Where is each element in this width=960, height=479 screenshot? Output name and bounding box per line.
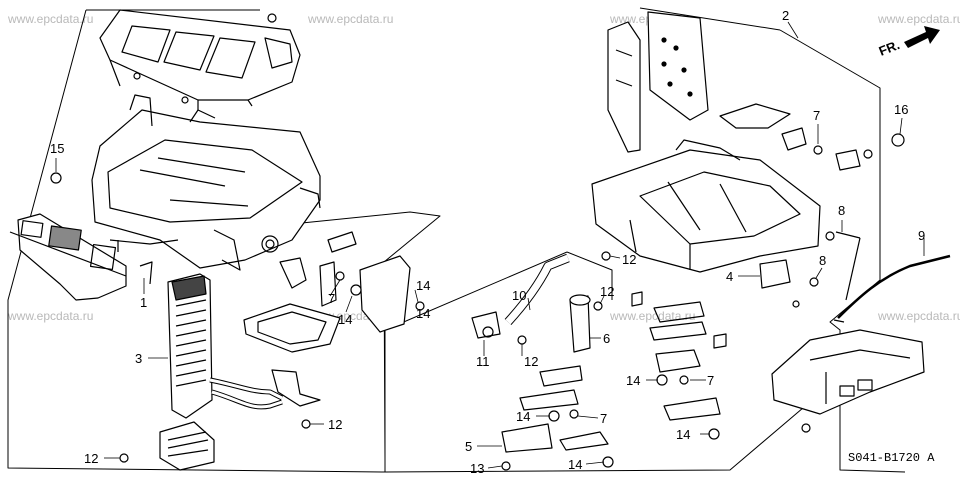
diagram-code: S041-B1720 A bbox=[848, 451, 935, 465]
right-small-parts bbox=[720, 104, 904, 300]
callout-14a: 14 bbox=[416, 278, 430, 293]
filter-tray bbox=[244, 304, 340, 352]
leader-lines bbox=[56, 22, 924, 468]
callout-7b: 7 bbox=[328, 291, 335, 306]
link-brackets bbox=[140, 232, 410, 406]
callout-12a: 12 bbox=[622, 252, 636, 267]
callout-6: 6 bbox=[603, 331, 610, 346]
callout-7c: 7 bbox=[707, 373, 714, 388]
callout-numbers: 1 2 3 4 5 6 7 7 7 7 8 8 9 10 11 12 12 12… bbox=[50, 8, 925, 476]
side-duct bbox=[772, 330, 924, 414]
callout-12e: 12 bbox=[84, 451, 98, 466]
watermark: www.epcdata.ru bbox=[878, 309, 960, 323]
callout-12b: 12 bbox=[600, 284, 614, 299]
callout-14e: 14 bbox=[676, 427, 690, 442]
callout-12c: 12 bbox=[524, 354, 538, 369]
callout-8b: 8 bbox=[819, 253, 826, 268]
watermark: www.epcdata.ru bbox=[308, 12, 394, 26]
callout-7d: 7 bbox=[600, 411, 607, 426]
callout-4: 4 bbox=[726, 269, 733, 284]
heater-unit bbox=[92, 95, 320, 270]
watermark: www.epcdata.ru bbox=[8, 12, 94, 26]
lower-duct bbox=[160, 422, 214, 470]
air-mix-door-panel bbox=[10, 214, 126, 300]
callout-14f: 14 bbox=[568, 457, 582, 472]
callout-2: 2 bbox=[782, 8, 789, 23]
callout-9: 9 bbox=[918, 228, 925, 243]
callout-14c: 14 bbox=[626, 373, 640, 388]
callout-7a: 7 bbox=[813, 108, 820, 123]
blend-door-panels bbox=[608, 12, 708, 152]
callout-14g: 14 bbox=[416, 306, 430, 321]
group-frame-right bbox=[640, 8, 905, 472]
fasteners bbox=[51, 14, 834, 470]
direction-label: FR. bbox=[877, 37, 902, 59]
callout-3: 3 bbox=[135, 351, 142, 366]
callout-14d: 14 bbox=[516, 409, 530, 424]
heater-core bbox=[168, 274, 282, 418]
upper-case bbox=[100, 10, 300, 110]
callout-8a: 8 bbox=[838, 203, 845, 218]
callout-1: 1 bbox=[140, 295, 147, 310]
group-frame-controls bbox=[385, 252, 810, 472]
watermark: www.epcdata.ru bbox=[8, 309, 94, 323]
callout-11: 11 bbox=[476, 354, 490, 369]
front-arrow-icon bbox=[904, 26, 940, 48]
callout-10: 10 bbox=[512, 288, 526, 303]
control-valve-parts bbox=[472, 258, 726, 452]
lower-case bbox=[592, 140, 820, 272]
control-cable bbox=[834, 256, 950, 322]
callout-16: 16 bbox=[894, 102, 908, 117]
callout-14b: 14 bbox=[338, 312, 352, 327]
callout-5: 5 bbox=[465, 439, 472, 454]
watermark: www.epcdata.ru bbox=[878, 12, 960, 26]
callout-12d: 12 bbox=[328, 417, 342, 432]
callout-15: 15 bbox=[50, 141, 64, 156]
callout-13: 13 bbox=[470, 461, 484, 476]
